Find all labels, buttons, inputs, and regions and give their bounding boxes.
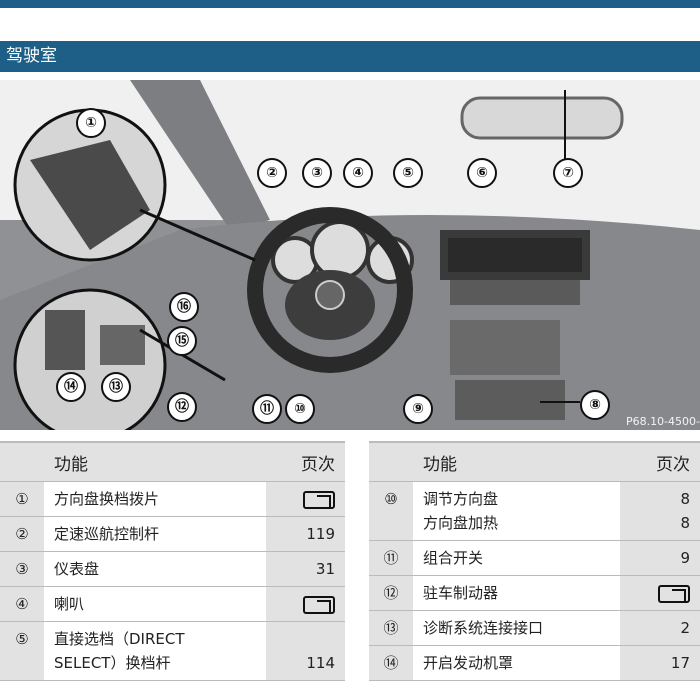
row-page: 31: [265, 551, 345, 587]
row-function: 仪表盘: [44, 551, 266, 587]
callout-3: ③: [302, 158, 332, 188]
table-row: ⑩ 调节方向盘 方向盘加热 8 8: [369, 481, 700, 541]
book-reference-icon: [303, 595, 335, 614]
callout-5: ⑤: [393, 158, 423, 188]
row-number: ⑩: [369, 481, 413, 541]
row-page: [620, 575, 700, 611]
callout-2: ②: [257, 158, 287, 188]
function-table-left: 功能 页次 ① 方向盘换档拨片 ② 定速巡航控制杆 119 ③ 仪表盘 31 ④…: [0, 441, 345, 681]
row-page: 114: [265, 621, 345, 681]
row-number: ①: [0, 481, 44, 517]
row-page: 8 8: [620, 481, 700, 541]
figure-code: P68.10-4500-: [625, 415, 700, 428]
row-number: ⑤: [0, 621, 44, 681]
row-function: 诊断系统连接接口: [413, 610, 621, 646]
table-row: ② 定速巡航控制杆 119: [0, 516, 345, 552]
header-function: 功能: [44, 441, 266, 482]
header-page: 页次: [265, 441, 345, 482]
callout-14: ⑭: [56, 372, 86, 402]
row-function: 调节方向盘 方向盘加热: [413, 481, 621, 541]
row-function: 开启发动机罩: [413, 645, 621, 681]
row-number: ③: [0, 551, 44, 587]
row-number: ②: [0, 516, 44, 552]
callout-9: ⑨: [403, 394, 433, 424]
callout-13: ⑬: [101, 372, 131, 402]
callout-11: ⑪: [252, 394, 282, 424]
row-page: [265, 481, 345, 517]
callout-7: ⑦: [553, 158, 583, 188]
callout-1: ①: [76, 108, 106, 138]
book-reference-icon: [303, 490, 335, 509]
row-function: 方向盘换档拨片: [44, 481, 266, 517]
table-row: ⑭ 开启发动机罩 17: [369, 645, 700, 681]
row-page-line1: 8: [680, 490, 690, 508]
row-function-line2: 方向盘加热: [423, 514, 499, 532]
callout-16: ⑯: [169, 292, 199, 322]
row-function: 直接选档（DIRECT SELECT）换档杆: [44, 621, 266, 681]
row-function: 喇叭: [44, 586, 266, 622]
table-header: 功能 页次: [369, 441, 700, 482]
table-row: ③ 仪表盘 31: [0, 551, 345, 587]
row-number: ⑬: [369, 610, 413, 646]
book-reference-icon: [658, 584, 690, 603]
row-number: ⑪: [369, 540, 413, 576]
row-page: 9: [620, 540, 700, 576]
callout-12: ⑫: [167, 392, 197, 422]
cockpit-illustration: ① ② ③ ④ ⑤ ⑥ ⑦ ⑧ ⑨ ⑩ ⑪ ⑫ ⑬ ⑭ ⑮ ⑯ P68.10-4…: [0, 80, 700, 430]
table-row: ① 方向盘换档拨片: [0, 481, 345, 517]
table-row: ⑪ 组合开关 9: [369, 540, 700, 576]
table-row: ⑫ 驻车制动器: [369, 575, 700, 611]
row-page-line2: 8: [680, 514, 690, 532]
row-page: 2: [620, 610, 700, 646]
callout-15: ⑮: [167, 326, 197, 356]
row-page: 17: [620, 645, 700, 681]
header-page: 页次: [620, 441, 700, 482]
callout-4: ④: [343, 158, 373, 188]
callout-8: ⑧: [580, 390, 610, 420]
row-function-line2: SELECT）换档杆: [54, 654, 171, 672]
row-number: ④: [0, 586, 44, 622]
row-function-line1: 调节方向盘: [423, 490, 499, 508]
row-function: 组合开关: [413, 540, 621, 576]
section-title: 驾驶室: [0, 41, 700, 72]
row-function: 驻车制动器: [413, 575, 621, 611]
function-table-right: 功能 页次 ⑩ 调节方向盘 方向盘加热 8 8 ⑪ 组合开关 9 ⑫ 驻车制动器…: [369, 441, 700, 681]
callout-10: ⑩: [285, 394, 315, 424]
table-header: 功能 页次: [0, 441, 345, 482]
row-number: ⑫: [369, 575, 413, 611]
top-rule: [0, 0, 700, 8]
table-row: ⑬ 诊断系统连接接口 2: [369, 610, 700, 646]
row-function: 定速巡航控制杆: [44, 516, 266, 552]
callout-6: ⑥: [467, 158, 497, 188]
header-function: 功能: [413, 441, 621, 482]
table-row: ④ 喇叭: [0, 586, 345, 622]
row-page: 119: [265, 516, 345, 552]
row-number: ⑭: [369, 645, 413, 681]
row-page: [265, 586, 345, 622]
row-function-line1: 直接选档（DIRECT: [54, 630, 185, 648]
table-row: ⑤ 直接选档（DIRECT SELECT）换档杆 114: [0, 621, 345, 681]
